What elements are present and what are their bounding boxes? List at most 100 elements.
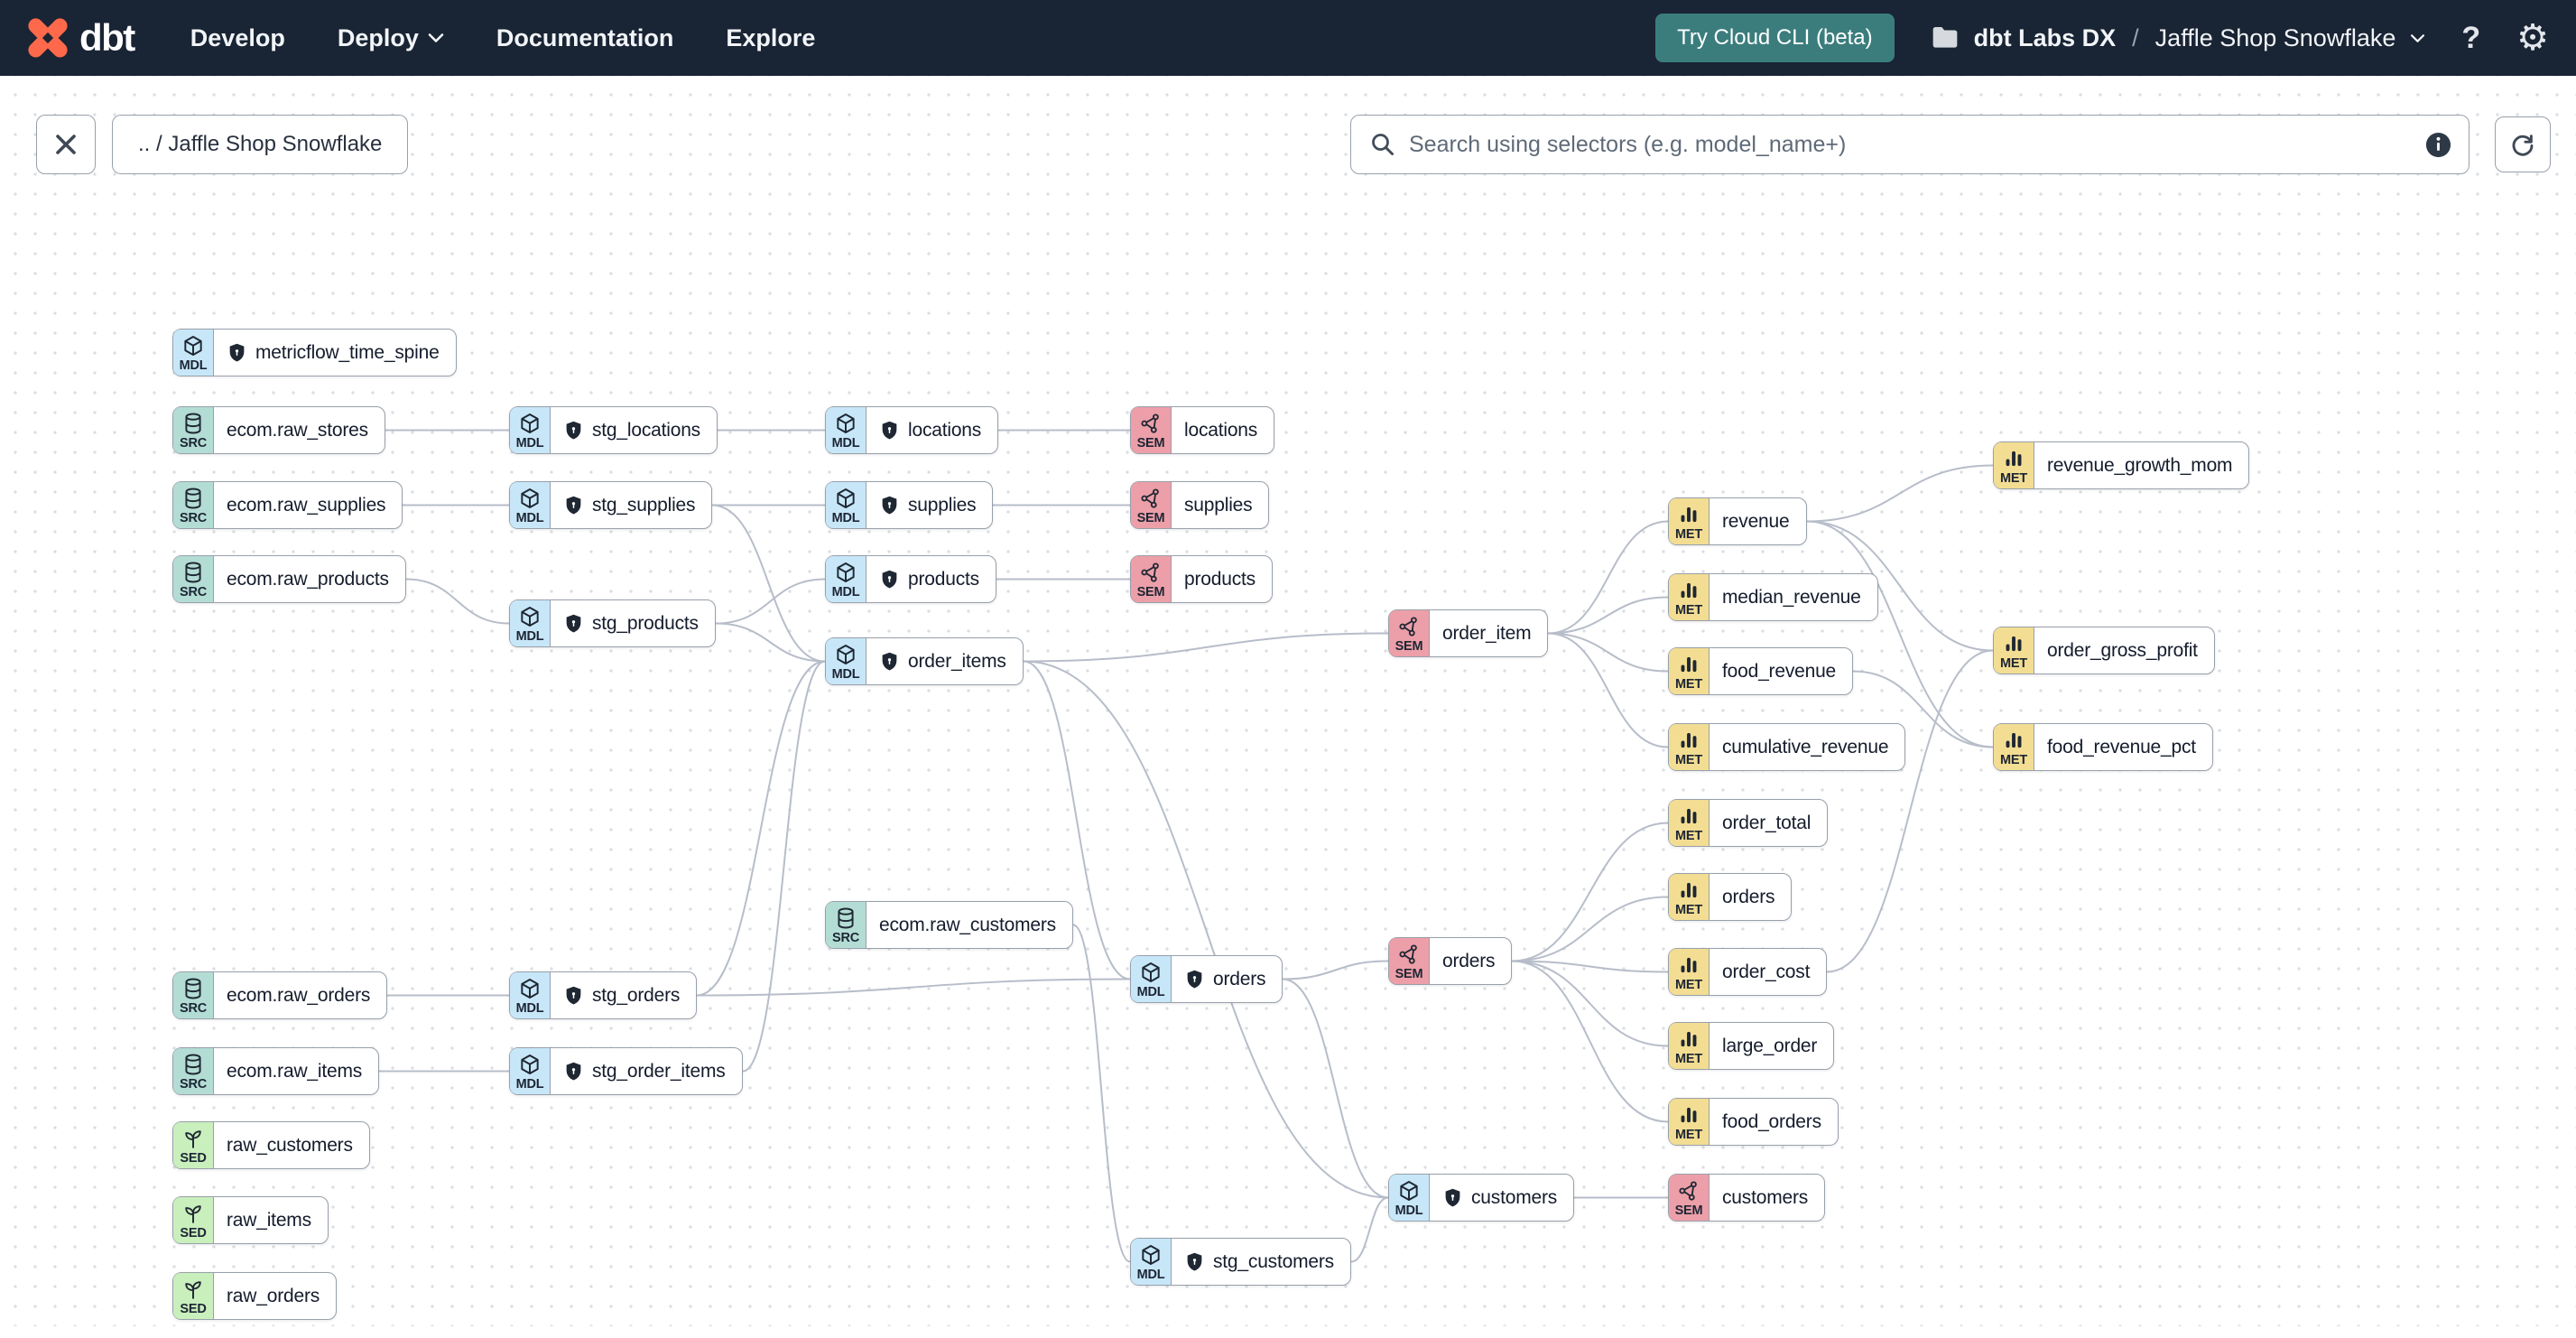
dbt-logo[interactable]: dbt <box>27 16 135 60</box>
edge-sem_orders-to-large_order <box>1511 960 1669 1047</box>
bar-chart-icon: MET <box>1669 498 1710 544</box>
node-label: cumulative_revenue <box>1722 736 1889 757</box>
search-input[interactable] <box>1409 131 2412 158</box>
node-label: food_orders <box>1722 1110 1821 1132</box>
edge-raw_products-to-stg_products <box>405 578 510 625</box>
shield-icon <box>882 496 897 515</box>
node-body: products <box>866 556 996 602</box>
graph-node-stg_products[interactable]: MDL stg_products <box>509 599 716 647</box>
cube-icon: MDL <box>826 638 866 684</box>
info-icon[interactable] <box>2424 131 2452 159</box>
node-body: orders <box>1430 938 1511 984</box>
shield-icon <box>566 496 581 515</box>
bar-chart-icon: MET <box>1669 1023 1710 1069</box>
node-label: supplies <box>908 494 977 516</box>
node-body: order_gross_profit <box>2034 627 2214 674</box>
account-project-switcher[interactable]: dbt Labs DX / Jaffle Shop Snowflake <box>1931 24 2426 52</box>
node-label: stg_products <box>592 612 699 634</box>
node-label: median_revenue <box>1722 586 1861 608</box>
nav-item-deploy[interactable]: Deploy <box>338 24 444 52</box>
bar-chart-icon: MET <box>1669 1099 1710 1145</box>
shield-icon <box>1187 970 1202 989</box>
node-body: stg_order_items <box>551 1048 742 1094</box>
shield-icon <box>1445 1188 1460 1207</box>
node-body: stg_products <box>551 600 715 646</box>
cube-icon: MDL <box>826 556 866 602</box>
cube-icon: MDL <box>510 407 551 453</box>
lineage-breadcrumb[interactable]: .. / Jaffle Shop Snowflake <box>112 115 409 174</box>
bar-chart-icon: MET <box>1994 442 2034 488</box>
node-body: ecom.raw_products <box>214 556 405 602</box>
bottom-strip <box>0 1326 2576 1338</box>
cube-icon: MDL <box>510 600 551 646</box>
edge-orders_model-to-sem_orders <box>1282 960 1389 980</box>
bar-chart-icon: MET <box>1669 874 1710 920</box>
nav-item-develop[interactable]: Develop <box>190 23 285 51</box>
nav-item-explore[interactable]: Explore <box>726 23 816 51</box>
node-label: food_revenue <box>1722 660 1837 682</box>
node-label: raw_items <box>227 1209 311 1231</box>
close-lineage-button[interactable] <box>36 115 96 174</box>
node-label: order_cost <box>1722 961 1811 982</box>
node-body: metricflow_time_spine <box>214 330 456 376</box>
database-icon: SRC <box>173 407 214 453</box>
node-body: locations <box>1172 407 1274 453</box>
edge-sem_order_item-to-revenue <box>1547 520 1669 635</box>
try-cloud-cli-button[interactable]: Try Cloud CLI (beta) <box>1655 14 1895 62</box>
edge-order_items-to-customers_model <box>1023 660 1389 1199</box>
node-body: order_items <box>866 638 1023 684</box>
node-label: large_order <box>1722 1035 1818 1056</box>
brand-wordmark: dbt <box>79 16 135 59</box>
node-label: order_gross_profit <box>2047 639 2198 661</box>
help-icon[interactable]: ? <box>2461 20 2481 55</box>
edge-sem_orders-to-food_orders <box>1511 960 1669 1123</box>
node-body: ecom.raw_stores <box>214 407 385 453</box>
nav-item-documentation[interactable]: Documentation <box>496 23 674 51</box>
refresh-lineage-button[interactable] <box>2495 116 2551 172</box>
graph-node-large_order[interactable]: MET large_order <box>1668 1022 1835 1070</box>
graph-node-food_orders[interactable]: MET food_orders <box>1668 1098 1839 1146</box>
node-body: raw_customers <box>214 1122 369 1168</box>
gear-icon[interactable]: ⚙ <box>2516 17 2549 59</box>
edge-stg_orders-to-order_items <box>696 660 826 997</box>
